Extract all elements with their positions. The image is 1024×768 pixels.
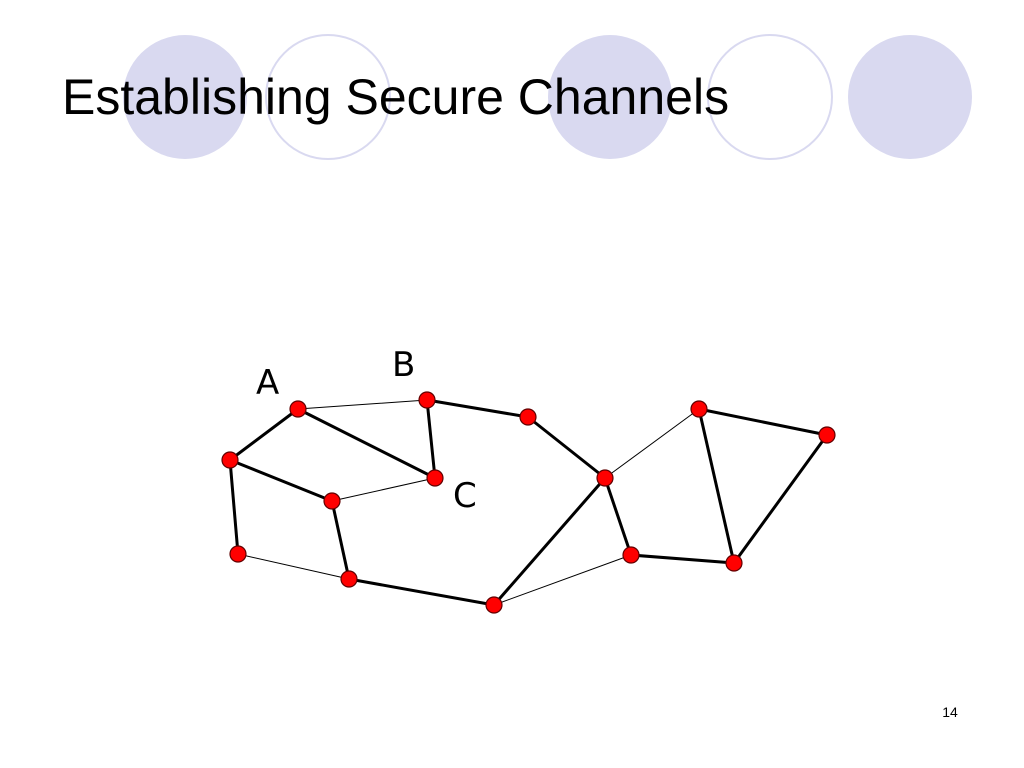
secure-edge xyxy=(425,398,530,419)
secure-edge xyxy=(697,407,736,565)
secure-edge xyxy=(228,407,300,462)
secure-edge xyxy=(425,398,437,480)
secure-edge xyxy=(526,415,607,480)
insecure-edge xyxy=(237,553,350,580)
secure-edge xyxy=(296,407,437,480)
nodes xyxy=(221,391,836,614)
decor-circle-filled xyxy=(848,35,972,159)
secure-edge xyxy=(347,577,496,607)
header-decoration xyxy=(123,34,972,160)
secure-edge xyxy=(330,499,351,581)
slide-title: Establishing Secure Channels xyxy=(62,69,730,125)
secure-edge xyxy=(492,476,607,607)
page-number: 14 xyxy=(942,704,958,720)
node-labels: A B C xyxy=(256,345,477,516)
network-node xyxy=(818,426,836,444)
network-node xyxy=(725,554,743,572)
network-node xyxy=(596,469,614,487)
secure-edge xyxy=(228,458,240,556)
insecure-edge xyxy=(493,554,632,606)
node-label-b: B xyxy=(392,345,415,385)
network-node xyxy=(289,400,307,418)
decor-circle-filled xyxy=(548,35,672,159)
decor-circle-filled xyxy=(123,35,247,159)
network-node xyxy=(340,570,358,588)
network-node xyxy=(323,492,341,510)
secure-edge xyxy=(228,458,334,503)
secure-edge xyxy=(603,476,633,557)
network-node xyxy=(221,451,239,469)
decor-circle-outline xyxy=(707,34,833,160)
edges xyxy=(228,398,829,607)
network-node xyxy=(229,545,247,563)
node-label-a: A xyxy=(256,363,279,403)
network-node xyxy=(418,391,436,409)
secure-edge xyxy=(732,433,829,565)
secure-edge xyxy=(629,553,736,565)
network-node xyxy=(426,469,444,487)
network-node xyxy=(690,400,708,418)
decor-circle-outline xyxy=(265,34,391,160)
network-node xyxy=(485,596,503,614)
insecure-edge xyxy=(297,399,428,410)
insecure-edge xyxy=(604,408,700,479)
insecure-edge xyxy=(331,477,436,502)
secure-edge xyxy=(697,407,829,437)
network-node xyxy=(622,546,640,564)
node-label-c: C xyxy=(453,476,477,516)
network-node xyxy=(519,408,537,426)
